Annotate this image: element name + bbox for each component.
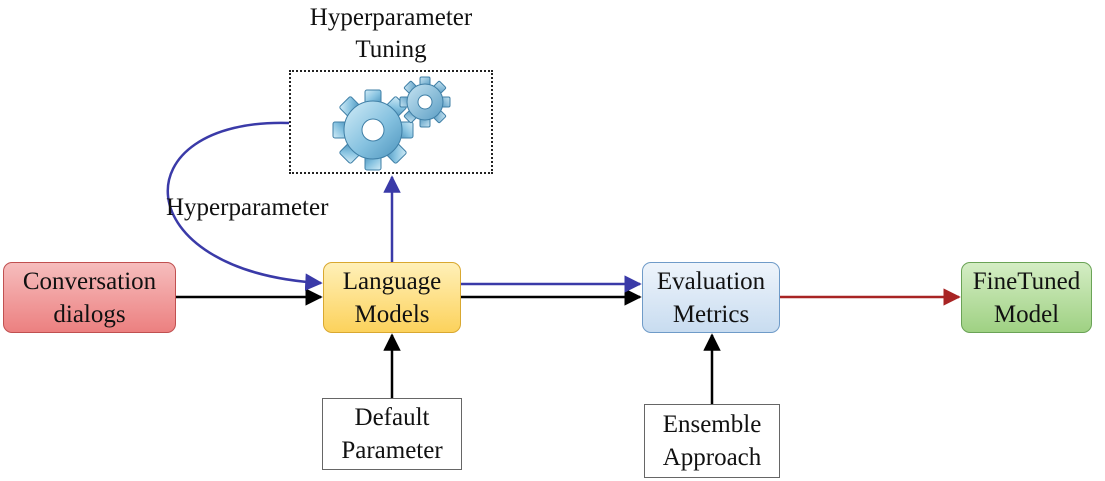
hyperparameter-tuning-box [289, 70, 493, 174]
node-conversation-dialogs: Conversation dialogs [3, 262, 176, 333]
node-language-line2: Models [354, 300, 430, 328]
tuning-title-line2: Tuning [355, 36, 427, 63]
edge-tuning-to-language [166, 121, 323, 291]
node-default-line1: Default [354, 404, 430, 431]
node-language-line1: Language [342, 267, 442, 295]
node-conversation-line2: dialogs [53, 300, 126, 328]
node-ensemble-line1: Ensemble [662, 411, 762, 438]
node-default-parameter: Default Parameter [322, 398, 462, 470]
node-evaluation-line1: Evaluation [656, 267, 766, 295]
node-default-line2: Parameter [341, 437, 443, 464]
node-ensemble-approach: Ensemble Approach [644, 404, 780, 478]
tuning-title: Hyperparameter Tuning [262, 2, 520, 66]
node-finetuned-model: FineTuned Model [961, 262, 1092, 333]
node-language-models: Language Models [323, 262, 461, 333]
tuning-title-line1: Hyperparameter [309, 4, 473, 31]
edge-label-hyperparameter: Hyperparameter [166, 194, 329, 221]
gears-icon [332, 76, 451, 171]
node-finetuned-line2: Model [993, 300, 1060, 328]
node-conversation-line1: Conversation [22, 267, 157, 295]
node-finetuned-line1: FineTuned [972, 267, 1081, 295]
node-evaluation-line2: Metrics [672, 300, 750, 328]
node-ensemble-line2: Approach [662, 444, 762, 471]
node-evaluation-metrics: Evaluation Metrics [642, 262, 780, 333]
